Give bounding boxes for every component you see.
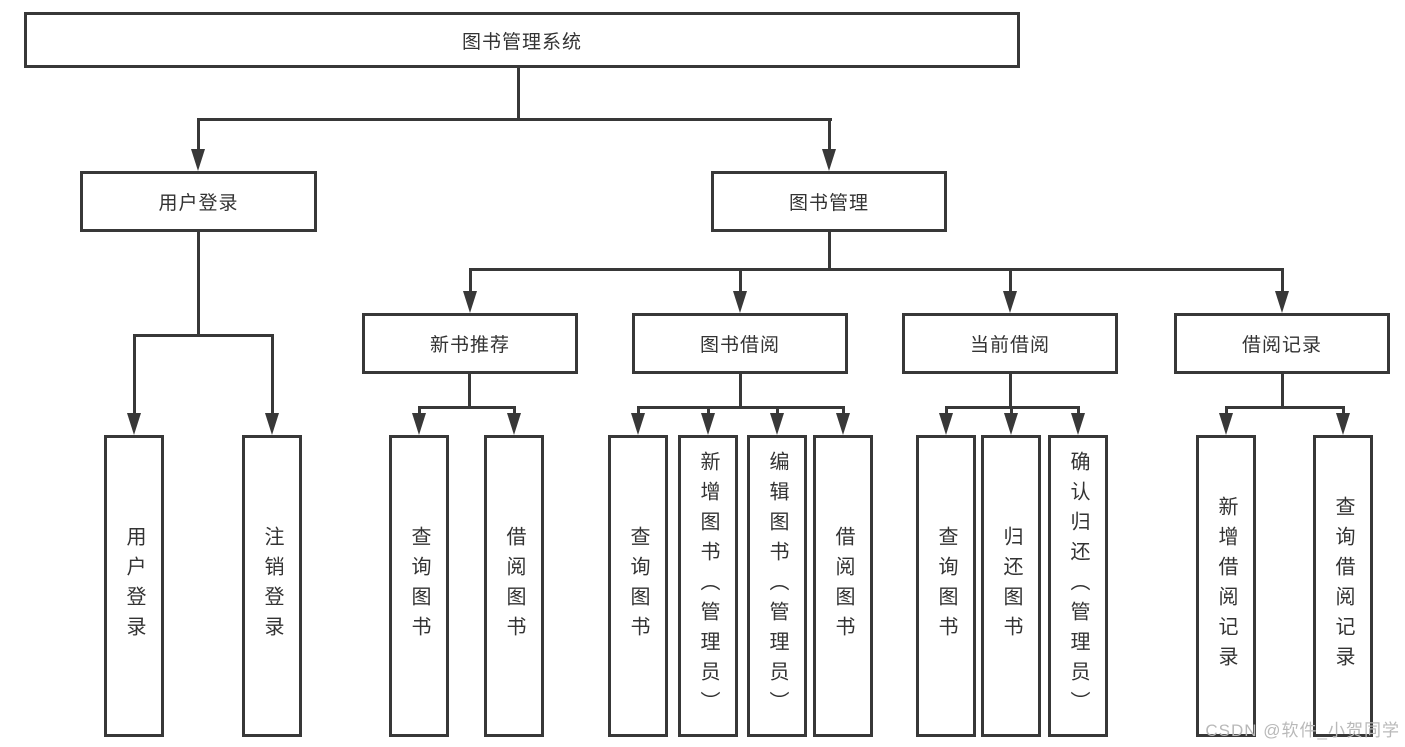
- connector-line: [133, 336, 136, 414]
- leaf-label: 归还图书: [1000, 526, 1022, 646]
- arrow-down-icon: [1219, 413, 1233, 435]
- node-current-borrow: 当前借阅: [902, 313, 1118, 374]
- leaf-label: 注销登录: [261, 526, 283, 646]
- connector-line: [707, 406, 710, 415]
- connector-line: [418, 406, 421, 415]
- arrow-down-icon: [1004, 413, 1018, 435]
- arrow-down-icon: [412, 413, 426, 435]
- arrow-down-icon: [265, 413, 279, 435]
- arrow-down-icon: [1336, 413, 1350, 435]
- leaf-label: 编辑图书（管理员）: [766, 451, 788, 721]
- connector-line: [1009, 373, 1012, 408]
- leaf-return-books: 归还图书: [981, 435, 1041, 737]
- arrow-down-icon: [463, 291, 477, 313]
- node-borrow-records: 借阅记录: [1174, 313, 1390, 374]
- connector-line: [945, 406, 948, 415]
- arrow-down-icon: [631, 413, 645, 435]
- arrow-down-icon: [836, 413, 850, 435]
- node-label: 当前借阅: [969, 335, 1050, 356]
- connector-line: [1009, 270, 1012, 293]
- leaf-borrow-books: 借阅图书: [813, 435, 873, 737]
- connector-line: [1281, 373, 1284, 408]
- arrow-down-icon: [191, 149, 205, 171]
- node-label: 用户登录: [158, 193, 239, 214]
- connector-line: [828, 231, 831, 270]
- connector-line: [637, 406, 845, 409]
- connector-line: [842, 406, 845, 415]
- node-label: 图书管理: [788, 193, 869, 214]
- connector-line: [1225, 406, 1228, 415]
- arrow-down-icon: [939, 413, 953, 435]
- leaf-add-borrow-record: 新增借阅记录: [1196, 435, 1256, 737]
- arrow-down-icon: [507, 413, 521, 435]
- arrow-down-icon: [822, 149, 836, 171]
- leaf-logout: 注销登录: [242, 435, 302, 737]
- leaf-edit-books-admin: 编辑图书（管理员）: [747, 435, 807, 737]
- node-new-book-recommend: 新书推荐: [362, 313, 578, 374]
- leaf-label: 查询借阅记录: [1332, 496, 1354, 676]
- arrow-down-icon: [1003, 291, 1017, 313]
- connector-line: [739, 373, 742, 408]
- node-label: 新书推荐: [429, 335, 510, 356]
- leaf-query-books-current: 查询图书: [916, 435, 976, 737]
- arrow-down-icon: [1071, 413, 1085, 435]
- leaf-label: 借阅图书: [503, 526, 525, 646]
- connector-line: [1281, 270, 1284, 293]
- connector-line: [517, 67, 520, 120]
- connector-line: [197, 120, 200, 152]
- connector-line: [197, 118, 832, 121]
- connector-line: [513, 406, 516, 415]
- connector-line: [271, 336, 274, 414]
- arrow-down-icon: [701, 413, 715, 435]
- node-library-system: 图书管理系统: [24, 12, 1020, 68]
- leaf-label: 查询图书: [935, 526, 957, 646]
- leaf-confirm-return-admin: 确认归还（管理员）: [1048, 435, 1108, 737]
- connector-line: [469, 268, 1284, 271]
- leaf-label: 借阅图书: [832, 526, 854, 646]
- node-label: 借阅记录: [1241, 335, 1322, 356]
- connector-line: [776, 406, 779, 415]
- connector-line: [637, 406, 640, 415]
- node-book-borrow: 图书借阅: [632, 313, 848, 374]
- connector-line: [1342, 406, 1345, 415]
- node-user-login: 用户登录: [80, 171, 317, 232]
- arrow-down-icon: [770, 413, 784, 435]
- leaf-query-books-borrow: 查询图书: [608, 435, 668, 737]
- leaf-label: 查询图书: [408, 526, 430, 646]
- leaf-label: 查询图书: [627, 526, 649, 646]
- connector-line: [739, 270, 742, 293]
- leaf-user-login: 用户登录: [104, 435, 164, 737]
- connector-line: [1010, 406, 1013, 415]
- connector-line: [197, 231, 200, 336]
- leaf-label: 确认归还（管理员）: [1067, 451, 1089, 721]
- connector-line: [1077, 406, 1080, 415]
- leaf-query-books-recommend: 查询图书: [389, 435, 449, 737]
- connector-line: [133, 334, 274, 337]
- arrow-down-icon: [733, 291, 747, 313]
- connector-line: [418, 406, 516, 409]
- leaf-label: 用户登录: [123, 526, 145, 646]
- node-book-management: 图书管理: [711, 171, 947, 232]
- connector-line: [468, 373, 471, 408]
- node-label: 图书管理系统: [461, 31, 582, 53]
- leaf-query-borrow-record: 查询借阅记录: [1313, 435, 1373, 737]
- leaf-label: 新增借阅记录: [1215, 496, 1237, 676]
- csdn-watermark: CSDN @软件_小贺同学: [1205, 721, 1400, 740]
- connector-line: [1225, 406, 1345, 409]
- leaf-add-books-admin: 新增图书（管理员）: [678, 435, 738, 737]
- node-label: 图书借阅: [699, 335, 780, 356]
- arrow-down-icon: [1275, 291, 1289, 313]
- connector-line: [469, 270, 472, 293]
- leaf-borrow-books-recommend: 借阅图书: [484, 435, 544, 737]
- leaf-label: 新增图书（管理员）: [697, 451, 719, 721]
- arrow-down-icon: [127, 413, 141, 435]
- connector-line: [828, 120, 831, 152]
